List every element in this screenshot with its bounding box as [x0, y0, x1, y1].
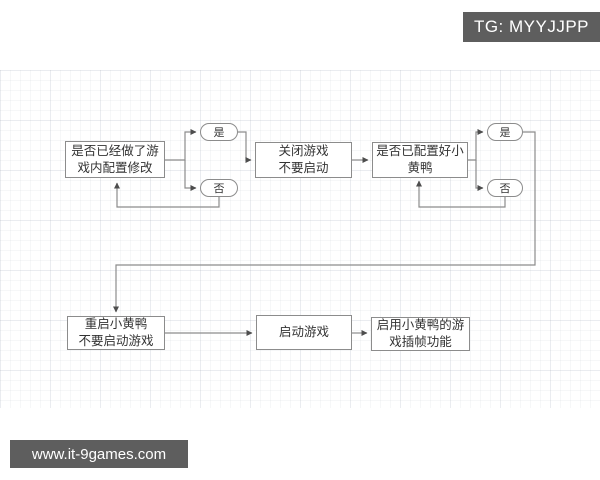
decision1-no-pill: 否 [200, 179, 238, 197]
watermark-badge: www.it-9games.com [10, 440, 188, 468]
flow-node-restart-duck: 重启小黄鸭 不要启动游戏 [67, 316, 165, 350]
flow-node-enable-frame-insert: 启用小黄鸭的游 戏插帧功能 [371, 317, 470, 351]
tg-badge: TG: MYYJJPP [463, 12, 600, 42]
decision1-yes-pill: 是 [200, 123, 238, 141]
flow-node-start-game: 启动游戏 [256, 315, 352, 350]
decision2-no-pill: 否 [487, 179, 523, 197]
flow-node-check-duck-config: 是否已配置好小 黄鸭 [372, 142, 468, 178]
flow-node-close-game: 关闭游戏 不要启动 [255, 142, 352, 178]
flow-node-check-game-config: 是否已经做了游 戏内配置修改 [65, 141, 165, 178]
decision2-yes-pill: 是 [487, 123, 523, 141]
